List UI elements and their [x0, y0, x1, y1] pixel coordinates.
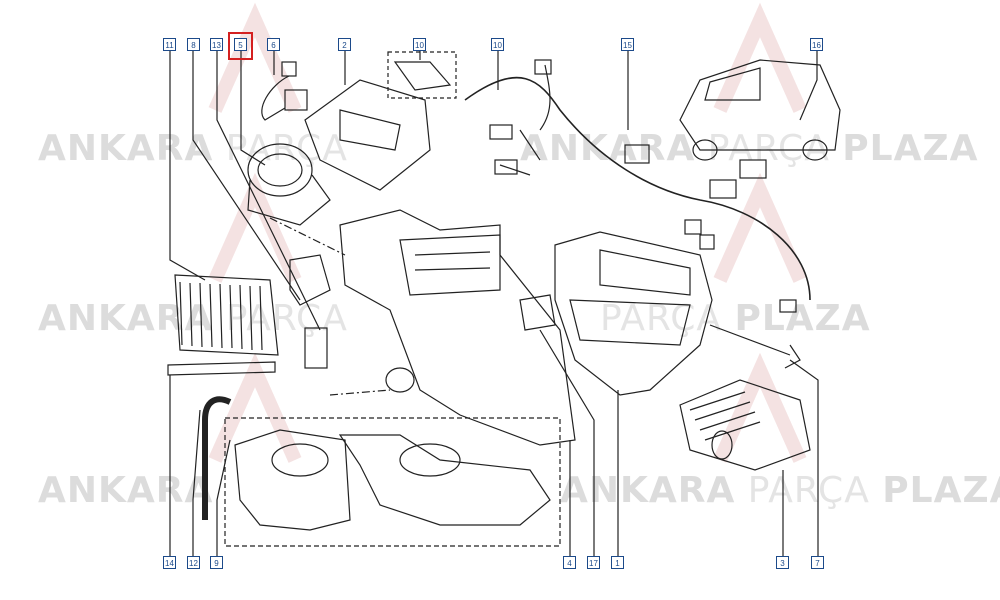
resistor-connector — [261, 61, 308, 121]
cabin-filter — [174, 274, 279, 356]
leader-17 — [539, 329, 595, 560]
flap-actuator — [519, 294, 556, 331]
callout-9[interactable]: 9 — [210, 556, 223, 569]
leader-9 — [216, 439, 231, 560]
gasket — [289, 254, 331, 306]
watermark-row-2b: PARÇA PLAZA — [600, 298, 871, 339]
evaporator-housing — [554, 231, 713, 396]
callout-13[interactable]: 13 — [210, 38, 223, 51]
wiring-harness — [464, 76, 811, 301]
callout-17[interactable]: 17 — [587, 556, 600, 569]
callout-14[interactable]: 14 — [163, 556, 176, 569]
main-heater-housing — [339, 209, 576, 446]
leader-5 — [240, 50, 266, 166]
callout-8[interactable]: 8 — [187, 38, 200, 51]
actuator-motor — [385, 367, 415, 393]
dashed-box-10 — [387, 51, 457, 99]
expansion-valve — [304, 327, 328, 369]
drain-hose — [202, 396, 232, 520]
callout-6[interactable]: 6 — [267, 38, 280, 51]
watermark-row-1b: ANKARA PARÇA PLAZA — [520, 128, 979, 169]
highlight-frame — [228, 32, 253, 60]
callout-5[interactable]: 5 — [234, 38, 247, 51]
filter-strip — [167, 361, 276, 376]
watermark-row-2: ANKARA PARÇA — [38, 298, 348, 339]
callout-2[interactable]: 2 — [338, 38, 351, 51]
lower-duct — [234, 429, 551, 531]
air-inlet-housing — [304, 79, 431, 191]
callout-3[interactable]: 3 — [776, 556, 789, 569]
vehicle-outline — [679, 59, 841, 161]
callout-10-b[interactable]: 10 — [491, 38, 504, 51]
callout-7[interactable]: 7 — [811, 556, 824, 569]
watermark-row-3: ANKARA — [38, 470, 214, 511]
callout-10-a[interactable]: 10 — [413, 38, 426, 51]
watermark-row-1: ANKARA PARÇA — [38, 128, 348, 169]
temperature-sensor — [709, 324, 801, 369]
callout-15[interactable]: 15 — [621, 38, 634, 51]
watermark-row-3b: ANKARA PARÇA PLAZA — [560, 470, 1000, 511]
callout-11[interactable]: 11 — [163, 38, 176, 51]
heater-core — [679, 379, 811, 471]
leader-13 — [216, 50, 321, 331]
leader-7 — [789, 359, 819, 560]
blower-motor — [247, 143, 331, 226]
callout-16[interactable]: 16 — [810, 38, 823, 51]
callout-12[interactable]: 12 — [187, 556, 200, 569]
leader-8 — [192, 50, 301, 301]
leader-11 — [169, 50, 206, 281]
callout-4[interactable]: 4 — [563, 556, 576, 569]
callout-1[interactable]: 1 — [611, 556, 624, 569]
leader-16 — [799, 50, 818, 121]
leader-12 — [192, 409, 201, 560]
bracket — [393, 61, 452, 91]
